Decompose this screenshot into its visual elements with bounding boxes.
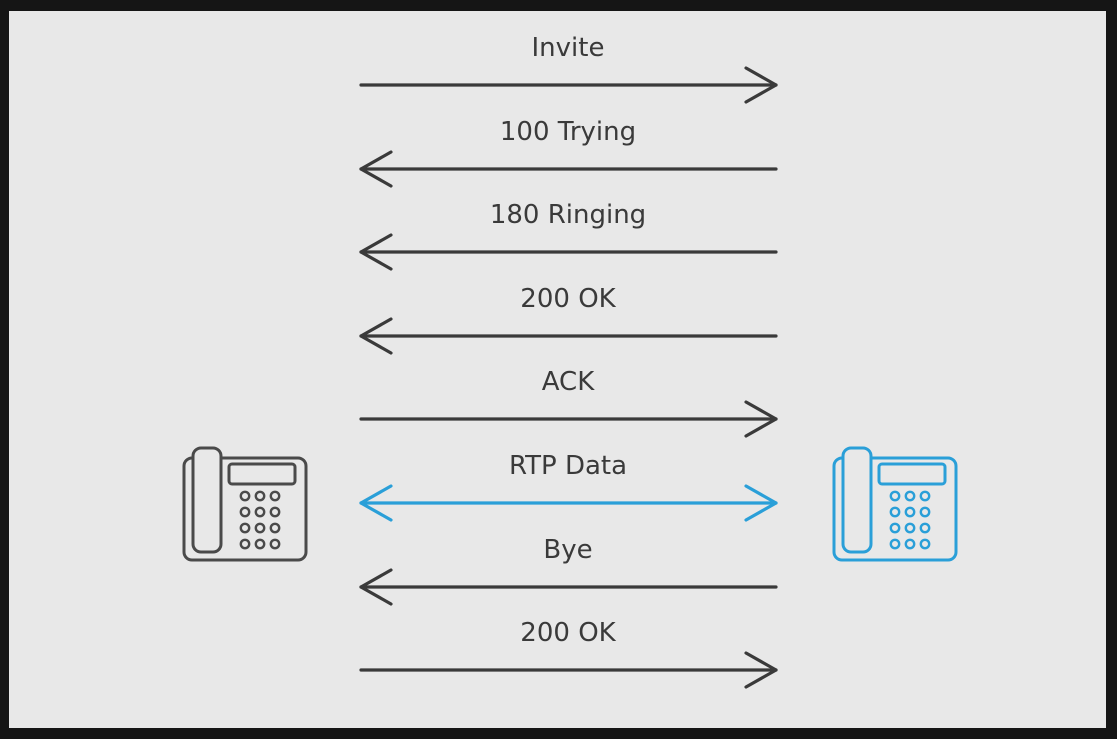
keypad-key — [239, 506, 251, 518]
message-label-ack: ACK — [541, 367, 595, 397]
message-arrow — [359, 568, 778, 606]
caller-phone-icon — [182, 446, 308, 562]
message-label-100-trying: 100 Trying — [499, 117, 637, 147]
keypad-key — [239, 522, 251, 534]
message-arrow — [359, 484, 778, 522]
message-label-180-ringing: 180 Ringing — [489, 200, 647, 230]
message-label-200-ok-final: 200 OK — [520, 618, 616, 648]
keypad-key — [904, 538, 916, 550]
message-arrow — [359, 651, 778, 689]
message-arrow — [359, 66, 778, 104]
keypad-key — [904, 490, 916, 502]
arrowhead — [359, 317, 393, 355]
keypad-key — [239, 538, 251, 550]
arrowhead — [744, 651, 778, 689]
keypad-key — [919, 490, 931, 502]
keypad-key — [254, 506, 266, 518]
keypad-key — [269, 490, 281, 502]
keypad-key — [889, 538, 901, 550]
keypad-key — [254, 522, 266, 534]
arrowhead — [359, 150, 393, 188]
message-label-200-ok: 200 OK — [520, 284, 616, 314]
keypad-key — [919, 506, 931, 518]
message-arrows — [359, 66, 778, 689]
message-arrow — [359, 233, 778, 271]
keypad-key — [889, 490, 901, 502]
arrowhead — [744, 66, 778, 104]
keypad-key — [889, 506, 901, 518]
message-label-bye: Bye — [543, 535, 593, 565]
arrowhead — [359, 568, 393, 606]
message-label-rtp-data: RTP Data — [508, 451, 628, 481]
message-arrow — [359, 317, 778, 355]
arrowhead — [359, 484, 393, 522]
message-label-invite: Invite — [531, 33, 605, 63]
diagram-panel — [9, 11, 1106, 728]
message-arrow — [359, 150, 778, 188]
keypad-key — [269, 538, 281, 550]
keypad-key — [254, 490, 266, 502]
keypad-key — [919, 522, 931, 534]
keypad-key — [904, 522, 916, 534]
keypad-key — [239, 490, 251, 502]
keypad-key — [889, 522, 901, 534]
message-arrow — [359, 400, 778, 438]
arrowhead — [744, 484, 778, 522]
keypad-key — [254, 538, 266, 550]
arrowhead — [359, 233, 393, 271]
keypad-key — [269, 522, 281, 534]
keypad-key — [904, 506, 916, 518]
callee-phone-icon — [832, 446, 958, 562]
keypad-key — [269, 506, 281, 518]
arrowhead — [744, 400, 778, 438]
keypad-key — [919, 538, 931, 550]
